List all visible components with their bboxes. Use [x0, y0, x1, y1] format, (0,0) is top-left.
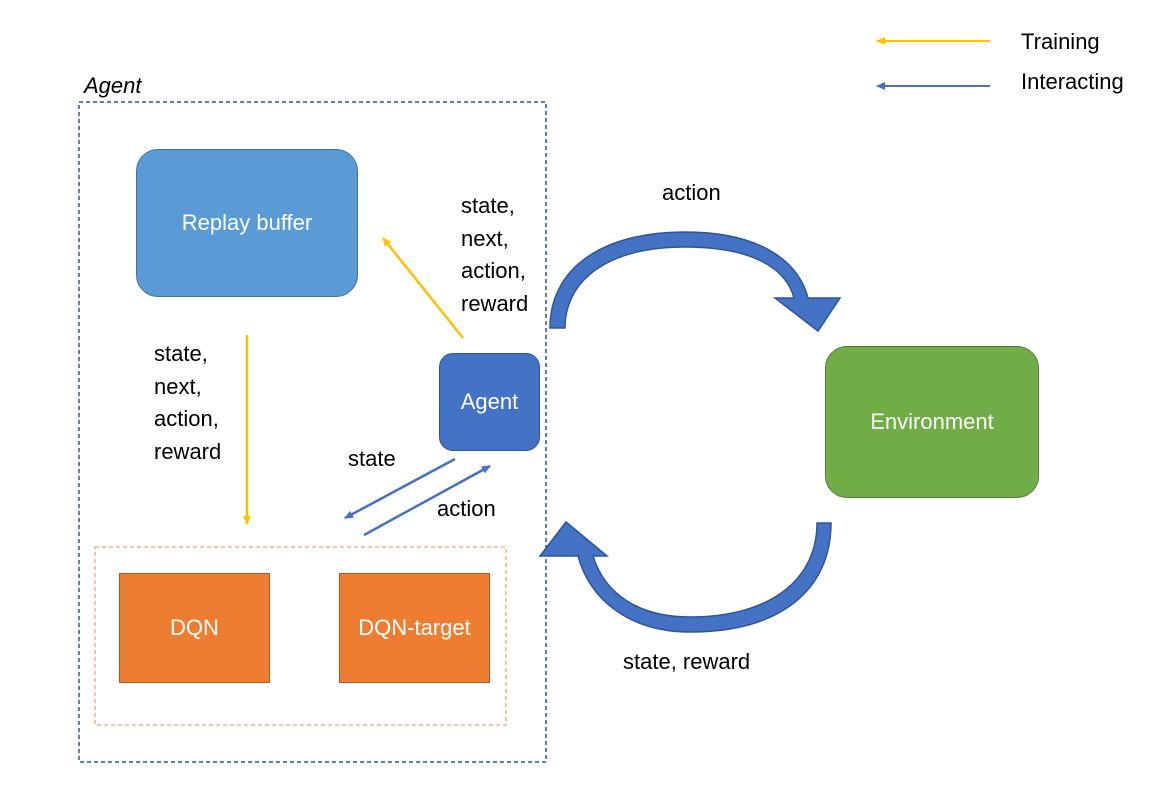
agent-frame-title: Agent [84, 73, 142, 98]
replay-buffer-node: Replay buffer [136, 149, 358, 297]
agent-frame [78, 101, 547, 763]
dqn-to-agent-action-arrow [363, 464, 491, 537]
agent-to-buffer-line-3: action, [461, 258, 526, 283]
dqn-label: DQN [170, 615, 219, 640]
legend-interacting-label: Interacting [1021, 69, 1124, 94]
legend-training-label: Training [1021, 29, 1100, 54]
agent-to-buffer-line-1: state, [461, 193, 515, 218]
buffer-to-dqn-line-1: state, [154, 341, 208, 366]
dqn-group [94, 546, 507, 726]
state-reward-curved-arrow [538, 520, 832, 633]
dqn-target-node: DQN-target [339, 573, 490, 683]
env-state-reward-label: state, reward [623, 649, 751, 674]
buffer-to-dqn-line-2: next, [154, 373, 202, 399]
action-curved-arrow [549, 231, 842, 333]
dqn-target-label: DQN-target [358, 615, 471, 640]
env-action-label: action [662, 180, 721, 205]
buffer-to-dqn-label: state, next, action, reward [154, 338, 221, 468]
agent-label: Agent [460, 389, 519, 414]
agent-to-buffer-line-2: next, [461, 225, 509, 251]
agent-node: Agent [439, 353, 540, 451]
buffer-to-dqn-line-4: reward [154, 438, 222, 464]
replay-buffer-label: Replay buffer [181, 210, 313, 235]
dqn-node: DQN [119, 573, 270, 683]
agent-to-buffer-label: state, next, action, reward [461, 190, 528, 320]
agent-to-dqn-state-arrow [344, 457, 456, 520]
environment-label: Environment [870, 409, 994, 434]
agent-to-buffer-line-4: reward [461, 290, 529, 316]
dqn-action-label: action [437, 496, 496, 521]
agent-to-buffer-arrow [382, 237, 464, 339]
environment-node: Environment [825, 346, 1039, 498]
buffer-to-dqn-line-3: action, [154, 406, 219, 431]
dqn-state-label: state [348, 446, 396, 471]
